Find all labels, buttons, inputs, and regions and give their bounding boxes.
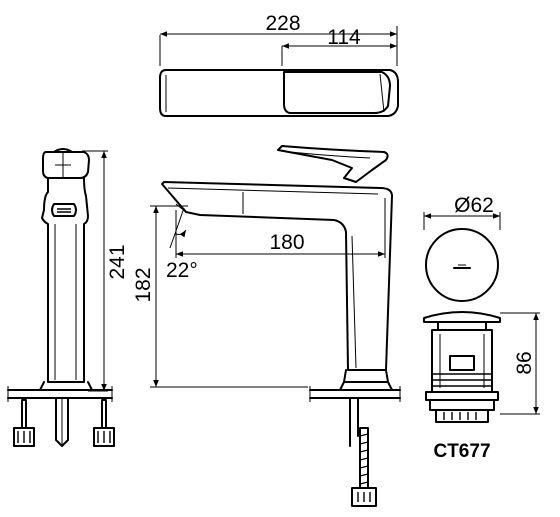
front-view-shank <box>349 397 359 447</box>
spout-angle-label: 22° <box>166 259 198 282</box>
drain-nut <box>425 391 499 401</box>
side-view: 241 <box>7 148 129 447</box>
spout-height-label: 182 <box>132 267 155 302</box>
front-view-hose-nut <box>351 487 377 507</box>
top-view-handle-outline <box>283 71 391 114</box>
drain-height-label: 86 <box>513 351 536 374</box>
side-view-hose-left <box>21 399 27 429</box>
front-view: 182 180 22° <box>132 145 401 507</box>
drain-body <box>431 329 493 393</box>
spout-angle-arc <box>175 229 187 238</box>
drain-top-view-cap <box>425 228 499 302</box>
spout-reach-label: 180 <box>269 231 304 254</box>
front-view-spout-body <box>161 181 393 371</box>
handle-length-label: 114 <box>327 26 361 49</box>
drain-cap-profile <box>423 311 501 323</box>
front-view-lever <box>277 145 389 183</box>
side-view-hose-right <box>101 399 107 429</box>
drain-model-label: CT677 <box>433 441 490 462</box>
drain-diameter-label: Ø62 <box>454 194 494 217</box>
drain-view: Ø62 86 CT677 <box>423 194 540 462</box>
drain-tail <box>435 409 489 423</box>
overall-length-label: 228 <box>265 12 300 35</box>
side-view-body <box>41 177 89 383</box>
top-view: 228 114 <box>159 12 399 117</box>
side-view-aerator <box>51 203 77 217</box>
height-label: 241 <box>106 244 129 279</box>
side-view-handle <box>42 151 90 179</box>
top-view-body-outline <box>159 69 399 117</box>
